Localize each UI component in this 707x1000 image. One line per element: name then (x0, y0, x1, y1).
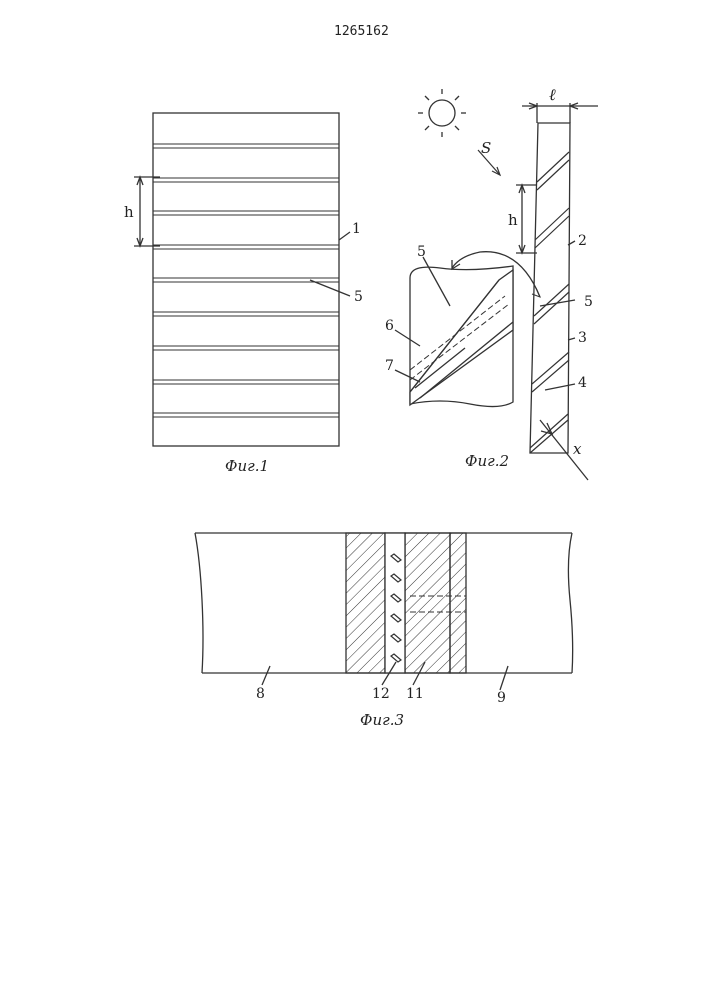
fig2-label-width: ℓ (549, 85, 556, 105)
fig2-label-4: 4 (578, 375, 587, 391)
fig1-caption: Фиг.1 (225, 457, 269, 475)
fig3-right-hatch (450, 533, 466, 673)
fig2-detail-view (395, 252, 540, 407)
fig2-section (516, 103, 598, 480)
fig2-label-5-groove: 5 (584, 294, 593, 310)
fig3-left-hatch (346, 533, 385, 673)
fig3-strip-12 (385, 533, 405, 673)
fig2-caption: Фиг.2 (465, 452, 509, 470)
fig3-section (195, 533, 573, 690)
fig3-label-8: 8 (256, 686, 265, 702)
fig1-label-5: 5 (354, 289, 363, 305)
fig2-label-3: 3 (578, 330, 587, 346)
fig1-label-1: 1 (352, 221, 361, 237)
fig1-label-h: h (124, 203, 134, 221)
fig1-panel (134, 113, 350, 446)
fig2-sun-icon (418, 89, 466, 137)
fig2-label-2: 2 (578, 233, 587, 249)
fig2-label-6: 6 (385, 318, 394, 334)
fig1-outline (153, 113, 339, 446)
fig3-insert-11 (405, 533, 450, 673)
fig3-caption: Фиг.3 (360, 711, 404, 729)
document-number: 1265162 (334, 24, 389, 39)
fig2-label-5-detail: 5 (417, 244, 426, 260)
fig3-label-11: 11 (406, 686, 424, 702)
fig2-label-7: 7 (385, 358, 394, 374)
fig3-label-9: 9 (497, 690, 506, 706)
fig2-label-sun-direction: S (481, 139, 491, 157)
fig3-label-12: 12 (372, 686, 390, 702)
fig2-label-x: x (573, 440, 581, 458)
fig2-label-h: h (508, 211, 518, 229)
